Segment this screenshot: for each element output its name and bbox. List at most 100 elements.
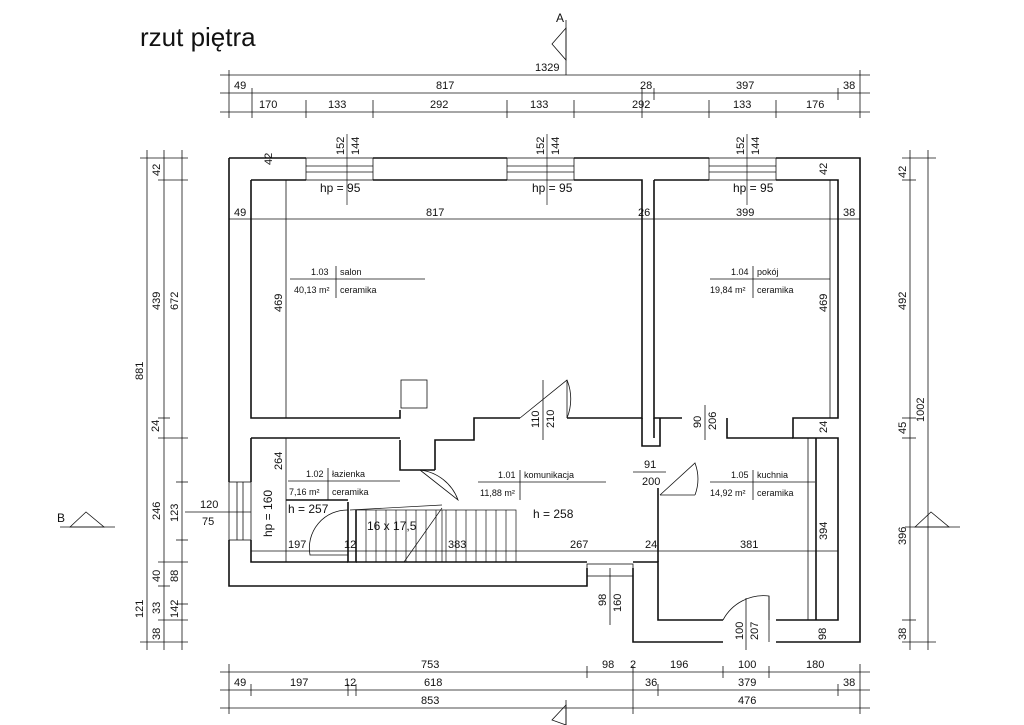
left-in-6: 38 xyxy=(151,628,163,640)
door-e: 91 xyxy=(644,459,656,471)
room-pokoj-floor: ceramika xyxy=(757,285,794,295)
stairs: 16 x 17,5 xyxy=(349,504,517,563)
room-salon: 1.03 salon 40,13 m² ceramika xyxy=(290,266,425,298)
room-pokoj-name: pokój xyxy=(757,267,779,277)
salon-height: 469 xyxy=(273,294,285,312)
right-in-0: 42 xyxy=(897,166,909,178)
bot-r1-2: 2 xyxy=(630,659,636,671)
room-komunikacja: 1.01 komunikacja 11,88 m² xyxy=(478,470,606,500)
left-dimensions: 881 439 246 40 121 42 672 123 88 33 142 … xyxy=(134,150,188,650)
room-kuchnia: 1.05 kuchnia 14,92 m² ceramika xyxy=(710,470,815,500)
top-42-left: 42 xyxy=(263,153,275,165)
room-labels: 1.03 salon 40,13 m² ceramika 1.04 pokój … xyxy=(288,266,830,500)
drawing-title: rzut piętra xyxy=(140,22,256,52)
h257: h = 257 xyxy=(288,502,329,516)
dim-top-r3-4: 292 xyxy=(632,99,650,111)
int-l4: 24 xyxy=(645,539,657,551)
bot-r3-1: 476 xyxy=(738,695,756,707)
left-mid-2: 246 xyxy=(151,502,163,520)
win1-v1: 152 xyxy=(335,137,347,155)
door-h: 160 xyxy=(612,594,624,612)
dim-top-r2-3: 397 xyxy=(736,80,754,92)
door-d: 206 xyxy=(707,412,719,430)
int-l3: 267 xyxy=(570,539,588,551)
left-in-5: 142 xyxy=(169,600,181,618)
room-lazienka-floor: ceramika xyxy=(332,487,369,497)
dim-top-total: 1329 xyxy=(535,62,559,74)
bot-r1-0: 753 xyxy=(421,659,439,671)
bot-r2-4: 36 xyxy=(645,677,657,689)
bot-r1-4: 100 xyxy=(738,659,756,671)
door-j: 207 xyxy=(749,622,761,640)
dim-top-r2-2: 28 xyxy=(640,80,652,92)
int-u0: 49 xyxy=(234,207,246,219)
room-salon-floor: ceramika xyxy=(340,285,377,295)
int-l0: 197 xyxy=(288,539,306,551)
bot-r1-5: 180 xyxy=(806,659,824,671)
int-u2: 26 xyxy=(638,207,650,219)
right-in-3: 396 xyxy=(897,527,909,545)
win2-hp: hp = 95 xyxy=(532,181,573,195)
win3-hp: hp = 95 xyxy=(733,181,774,195)
win2-v2: 144 xyxy=(550,137,562,155)
left-mid-3: 40 xyxy=(151,570,163,582)
door-c: 90 xyxy=(692,416,704,428)
dim-top-r3-0: 170 xyxy=(259,99,277,111)
int-u4: 38 xyxy=(843,207,855,219)
left-in-3: 88 xyxy=(169,570,181,582)
room-pokoj-num: 1.04 xyxy=(731,267,749,277)
bot-r3-0: 853 xyxy=(421,695,439,707)
room-lazienka-area: 7,16 m² xyxy=(289,487,320,497)
room-pokoj-area: 19,84 m² xyxy=(710,285,746,295)
section-b-label: B xyxy=(57,511,65,525)
top-42-right: 42 xyxy=(818,163,830,175)
left-mid-0: 439 xyxy=(151,292,163,310)
room-kuchnia-area: 14,92 m² xyxy=(710,488,746,498)
walls xyxy=(228,157,861,643)
dim-top-r3-1: 133 xyxy=(328,99,346,111)
stairs-label: 16 x 17,5 xyxy=(367,519,417,533)
bot-r1-1: 98 xyxy=(602,659,614,671)
hp160: hp = 160 xyxy=(261,490,275,537)
room-salon-area: 40,13 m² xyxy=(294,285,330,295)
left-in-0: 42 xyxy=(151,164,163,176)
right-in-4: 38 xyxy=(897,628,909,640)
pokoj-height: 469 xyxy=(818,294,830,312)
dim-top-r2-4: 38 xyxy=(843,80,855,92)
bot-r2-1: 197 xyxy=(290,677,308,689)
section-mark-b: B xyxy=(57,511,960,528)
section-mark-a: A xyxy=(551,11,567,725)
left-outer: 881 xyxy=(134,362,146,380)
room-salon-name: salon xyxy=(340,267,362,277)
room-kuchnia-floor: ceramika xyxy=(757,488,794,498)
top-windows: 152 144 hp = 95 152 144 hp = 95 152 144 … xyxy=(320,134,774,205)
bot-r2-2: 12 xyxy=(344,677,356,689)
kuchnia-height: 394 xyxy=(818,522,830,540)
dim-top-r2-0: 49 xyxy=(234,80,246,92)
door-b: 210 xyxy=(545,410,557,428)
int-l1: 12 xyxy=(344,539,356,551)
room-salon-num: 1.03 xyxy=(311,267,329,277)
room-komunikacja-area: 11,88 m² xyxy=(480,488,515,498)
top-dimension-lines: 1329 49 817 28 397 38 170 133 292 133 29… xyxy=(220,62,870,118)
room-lazienka: 1.02 łazienka 7,16 m² ceramika xyxy=(288,468,400,500)
h258: h = 258 xyxy=(533,507,574,521)
win3-v2: 144 xyxy=(750,137,762,155)
bottom-dimensions: 753 98 2 196 100 180 49 197 12 618 36 37… xyxy=(220,659,870,714)
dim-top-r3-5: 133 xyxy=(733,99,751,111)
dim-top-r3-3: 133 xyxy=(530,99,548,111)
win-b1: 120 xyxy=(200,499,218,511)
int-l5: 381 xyxy=(740,539,758,551)
dim-top-r3-2: 292 xyxy=(430,99,448,111)
bot-r1-3: 196 xyxy=(670,659,688,671)
door-i: 100 xyxy=(734,622,746,640)
door-a: 110 xyxy=(530,410,542,428)
left-in-1: 672 xyxy=(169,292,181,310)
int-u3: 399 xyxy=(736,207,754,219)
room-kuchnia-num: 1.05 xyxy=(731,470,749,480)
left-in-4: 33 xyxy=(151,602,163,614)
room-komunikacja-name: komunikacja xyxy=(524,470,574,480)
section-a-label: A xyxy=(556,11,564,25)
lazienka-height: 264 xyxy=(273,452,285,470)
